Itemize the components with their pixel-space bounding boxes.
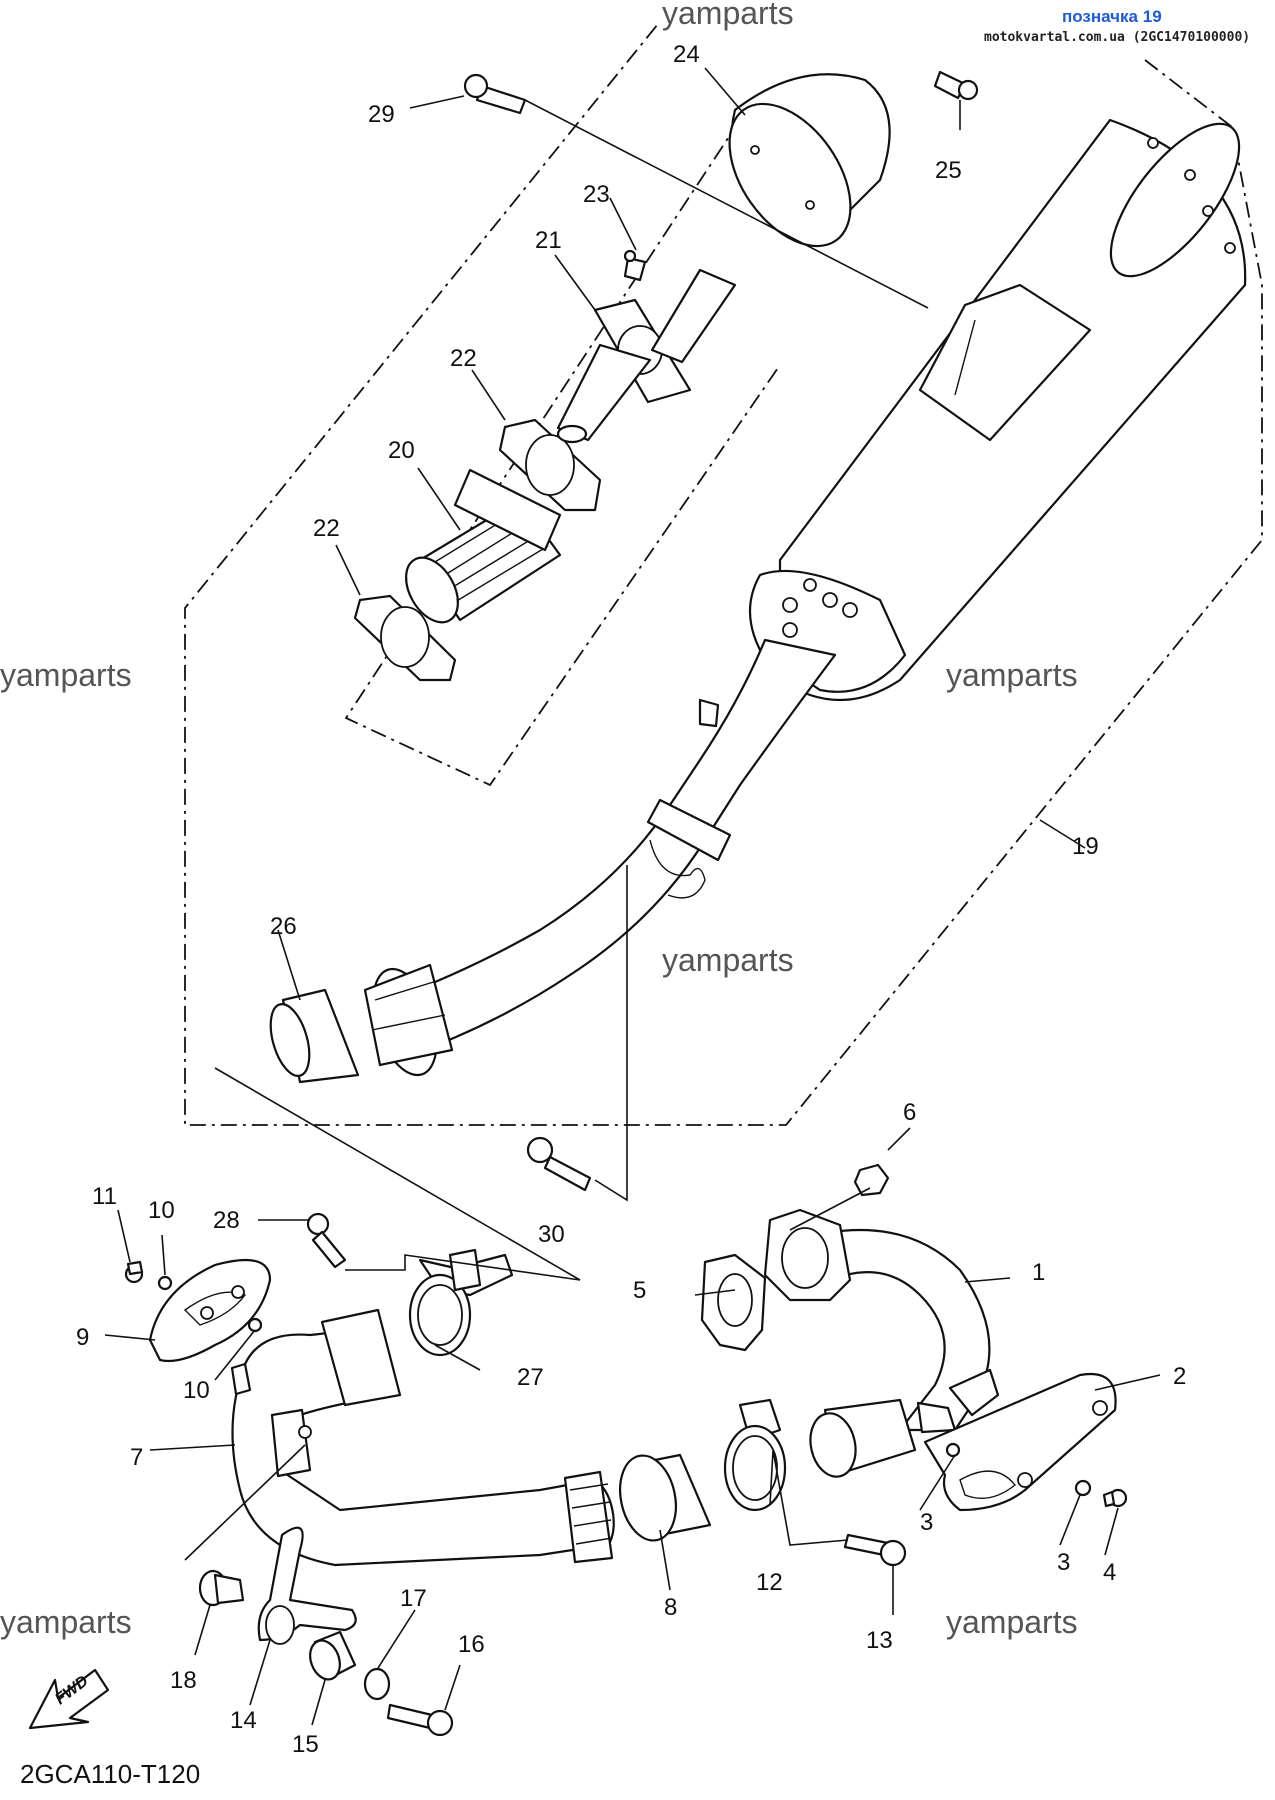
callout-3: 3 xyxy=(920,1509,933,1536)
callout-numbers: 1 2 3 3 4 5 6 7 8 9 10 10 11 12 13 14 15… xyxy=(76,41,1186,1758)
washer-3 xyxy=(945,1442,961,1458)
diagram-code: 2GCA110-T120 xyxy=(20,1759,200,1789)
callout-19: 19 xyxy=(1072,833,1099,860)
damper-15 xyxy=(309,1630,357,1681)
callout-23: 23 xyxy=(583,181,610,208)
callout-13: 13 xyxy=(866,1627,893,1654)
bolt-13 xyxy=(843,1533,907,1567)
fwd-arrow-icon: FWD xyxy=(28,1668,110,1730)
callout-8: 8 xyxy=(664,1594,677,1621)
callout-11: 11 xyxy=(92,1183,117,1210)
callout-17: 17 xyxy=(400,1585,427,1612)
silencer-tube xyxy=(388,638,837,1057)
exhaust-pipe-1 xyxy=(763,1208,1000,1478)
callout-20: 20 xyxy=(388,437,415,464)
watermark: yamparts xyxy=(0,1604,132,1640)
bolt-28 xyxy=(306,1212,347,1269)
callout-24: 24 xyxy=(673,41,700,68)
washer-10 xyxy=(157,1275,173,1291)
gasket-sleeve-26 xyxy=(269,988,360,1084)
callout-4: 4 xyxy=(1103,1559,1116,1586)
protector-2 xyxy=(923,1372,1117,1512)
callout-18: 18 xyxy=(170,1667,197,1694)
end-cap-24 xyxy=(728,73,891,248)
inner-pipe-21 xyxy=(556,268,737,444)
washer-3 xyxy=(1074,1479,1092,1497)
callout-22: 22 xyxy=(450,345,477,372)
spark-arrester-20 xyxy=(405,468,562,624)
gasket-22-lower xyxy=(353,594,457,682)
callout-29: 29 xyxy=(368,101,395,128)
callout-30: 30 xyxy=(538,1221,565,1248)
callout-5: 5 xyxy=(633,1277,646,1304)
callout-10: 10 xyxy=(183,1377,210,1404)
stay-14 xyxy=(257,1526,357,1645)
watermark: yamparts xyxy=(662,0,794,31)
nut-6 xyxy=(853,1163,890,1197)
clamp-12 xyxy=(723,1398,787,1512)
bolt-16 xyxy=(386,1703,454,1737)
collar-18 xyxy=(198,1569,245,1607)
watermark: yamparts xyxy=(946,657,1078,693)
bolt-30 xyxy=(526,1136,592,1192)
callout-25: 25 xyxy=(935,157,962,184)
silencer-inlet-end xyxy=(363,963,454,1077)
gasket-5 xyxy=(700,1253,767,1352)
header-source: motokvartal.com.ua (2GC1470100000) xyxy=(984,30,1250,45)
callout-16: 16 xyxy=(458,1631,485,1658)
screw-4 xyxy=(1102,1488,1128,1508)
bolt-25 xyxy=(933,70,979,101)
callout-2: 2 xyxy=(1173,1363,1186,1390)
callout-1: 1 xyxy=(1032,1259,1045,1286)
watermark: yamparts xyxy=(0,657,132,693)
callout-12: 12 xyxy=(756,1569,783,1596)
callout-28: 28 xyxy=(213,1207,240,1234)
callout-6: 6 xyxy=(903,1099,916,1126)
callout-22: 22 xyxy=(313,515,340,542)
header-tag: позначка 19 xyxy=(1062,7,1162,26)
callout-3: 3 xyxy=(1057,1549,1070,1576)
watermark: yamparts xyxy=(662,942,794,978)
joint-pipe-7 xyxy=(230,1308,615,1567)
watermark: yamparts xyxy=(946,1604,1078,1640)
clamp-27 xyxy=(408,1248,514,1357)
bolt-29 xyxy=(463,73,527,115)
callout-10: 10 xyxy=(148,1197,175,1224)
leader-lines-lower xyxy=(104,865,1161,1726)
screw-23 xyxy=(623,249,647,282)
washer-10 xyxy=(247,1317,263,1333)
gasket-sleeve-8 xyxy=(619,1453,712,1542)
protector-9 xyxy=(148,1258,272,1363)
callout-15: 15 xyxy=(292,1731,319,1758)
screw-11 xyxy=(124,1260,144,1284)
callout-27: 27 xyxy=(517,1364,544,1391)
internal-parts-boundary xyxy=(344,119,781,787)
leader-lines xyxy=(277,67,1086,1001)
watermarks: yamparts yamparts yamparts yamparts yamp… xyxy=(0,0,1078,1640)
callout-14: 14 xyxy=(230,1707,257,1734)
callout-7: 7 xyxy=(130,1444,143,1471)
gasket-22-upper xyxy=(498,418,602,512)
callout-26: 26 xyxy=(270,913,297,940)
callout-9: 9 xyxy=(76,1324,89,1351)
washer-17 xyxy=(363,1667,391,1701)
callout-21: 21 xyxy=(535,227,562,254)
